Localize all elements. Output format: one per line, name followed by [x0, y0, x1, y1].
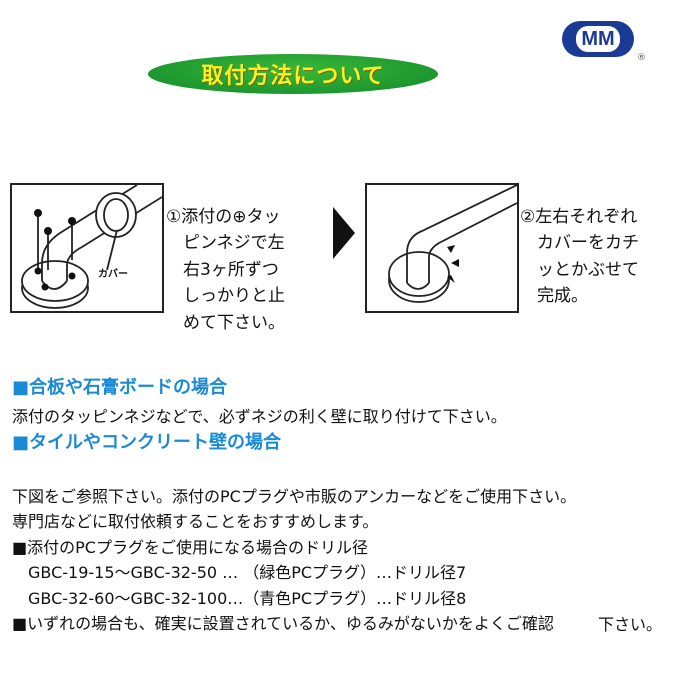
next-arrow-icon: [333, 207, 355, 259]
cover-label: カバー: [98, 269, 128, 280]
step1-line: しっかりと止: [166, 286, 285, 306]
section1-heading: ■合板や石膏ボードの場合: [12, 377, 228, 398]
step2-line: ッとかぶせて: [520, 259, 639, 280]
drill-spec-line: GBC-19-15〜GBC-32-50 … （緑色PCプラグ）…ドリル径7: [12, 563, 467, 582]
step1-line: 右3ヶ所ずつ: [166, 259, 279, 280]
step1-text: ①添付の⊕タッ ピンネジで左 右3ヶ所ずつ しっかりと止 めて下さい。: [166, 177, 285, 363]
title-banner: 取付方法について: [148, 54, 438, 94]
section2-last-line: 下さい。: [598, 615, 663, 634]
step2-text: ②左右それぞれ カバーをカチ ッとかぶせて 完成。: [520, 177, 639, 336]
handrail-install-icon: [21, 184, 163, 309]
step2-line: ②左右それぞれ: [520, 206, 638, 227]
logo-text: MM: [576, 26, 620, 52]
step2-line: 完成。: [520, 286, 588, 306]
drill-spec-line: GBC-32-60〜GBC-32-100…（青色PCプラグ）…ドリル径8: [12, 588, 467, 608]
step2-illustration: [365, 183, 519, 313]
brand-logo: MM: [562, 21, 634, 57]
section2-line: 下図をご参照下さい。添付のPCプラグや市販のアンカーなどをご使用下さい。: [12, 486, 577, 506]
step1-line: めて下さい。: [166, 312, 285, 333]
section2-body: 下図をご参照下さい。添付のPCプラグや市販のアンカーなどをご使用下さい。専門店な…: [12, 458, 576, 662]
section1-text: 添付のタッピンネジなどで、必ずネジの利く壁に取り付けて下さい。: [12, 407, 507, 426]
page-title: 取付方法について: [201, 64, 385, 89]
step1-illustration: カバー: [10, 183, 164, 313]
step1-line: ①添付の⊕タッ: [166, 206, 281, 227]
section2-line: 専門店などに取付依頼することをおすすめします。: [12, 512, 379, 531]
section2-line: ■添付のPCプラグをご使用になる場合のドリル径: [12, 537, 368, 557]
registered-mark: ®: [637, 53, 646, 63]
step1-line: ピンネジで左: [166, 233, 285, 253]
section2-heading: ■タイルやコンクリート壁の場合: [12, 432, 282, 453]
step2-line: カバーをカチ: [520, 233, 639, 253]
section2-line: ■いずれの場合も、確実に設置されているか、ゆるみがないかをよくご確認: [12, 614, 554, 633]
handrail-cover-icon: [388, 184, 518, 303]
